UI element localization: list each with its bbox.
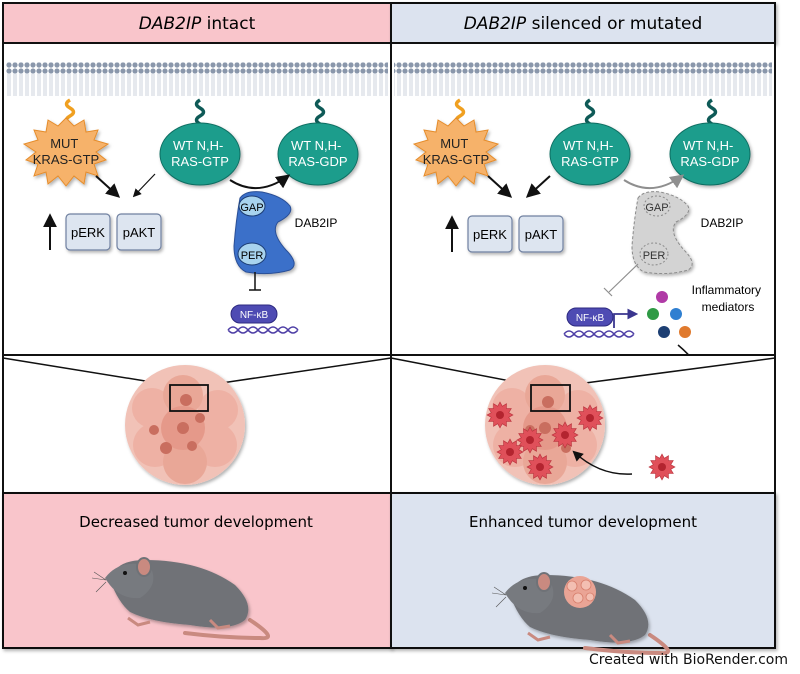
immune-cell bbox=[516, 426, 544, 454]
perk-box bbox=[65, 213, 111, 251]
per-label: PER bbox=[241, 250, 264, 262]
ras-gtp-tail bbox=[194, 98, 206, 126]
panel-silenced: DAB2IP silenced or mutated MUT KRAS-GTP … bbox=[390, 2, 776, 656]
immune-cell bbox=[648, 453, 676, 481]
mut-kras-burst bbox=[412, 117, 500, 187]
per-domain bbox=[237, 242, 267, 266]
arrow-kras-to-kinases bbox=[95, 175, 121, 198]
ras-gdp-tail bbox=[706, 98, 718, 126]
zoom-line-right bbox=[569, 357, 776, 386]
transcription-arrow bbox=[613, 308, 639, 328]
arrow-gtp-to-gdp bbox=[229, 174, 291, 190]
immune-cell bbox=[576, 404, 604, 432]
mouse-tumor bbox=[564, 576, 596, 608]
tumor-cluster bbox=[125, 365, 245, 485]
ras-gdp-tail bbox=[314, 98, 326, 126]
perk-label: pERK bbox=[473, 227, 507, 242]
nfkb-label: NF-κB bbox=[240, 310, 269, 321]
arrow-gtp-to-gdp bbox=[623, 174, 685, 190]
panel-intact: DAB2IP intact MUT KRAS-GTP WT N,H- RAS-G… bbox=[2, 2, 392, 649]
ras-gdp bbox=[669, 122, 751, 186]
arrow-kras-to-kinases bbox=[487, 175, 513, 198]
panel-title: DAB2IP silenced or mutated bbox=[464, 14, 703, 34]
zoom-line-right bbox=[207, 357, 392, 386]
ras-gdp bbox=[277, 122, 359, 186]
mediator-dot bbox=[656, 291, 668, 303]
zoom-box bbox=[530, 384, 571, 412]
credit: Created with BioRender.com bbox=[589, 652, 788, 668]
zoom-line-left bbox=[2, 357, 171, 386]
outcome-label: Decreased tumor development bbox=[79, 513, 313, 531]
nfkb bbox=[566, 307, 614, 327]
ras-gtp bbox=[159, 122, 241, 186]
dna-strand bbox=[227, 326, 299, 334]
pakt-label: pAKT bbox=[525, 227, 558, 242]
immune-cell bbox=[496, 438, 524, 466]
dab2ip-label: DAB2IP bbox=[701, 216, 744, 230]
per-label: PER bbox=[643, 250, 666, 262]
arrow-ras-to-kinases bbox=[525, 175, 551, 198]
pakt-box bbox=[518, 215, 564, 253]
ras-gtp-label: WT N,H- RAS-GTP bbox=[171, 138, 229, 169]
immune-cell bbox=[526, 453, 554, 481]
ras-gdp-label: WT N,H- RAS-GDP bbox=[288, 138, 347, 169]
gap-domain bbox=[238, 195, 266, 217]
perk-label: pERK bbox=[71, 225, 105, 240]
inhibit-bar bbox=[603, 287, 613, 297]
gap-domain bbox=[643, 195, 671, 217]
nfkb-label: NF-κB bbox=[576, 313, 605, 324]
gap-label: GAP bbox=[240, 202, 263, 214]
panel-title: DAB2IP intact bbox=[139, 14, 256, 34]
immune-cells bbox=[486, 401, 676, 481]
ras-gtp-tail bbox=[584, 98, 596, 126]
perk-box bbox=[467, 215, 513, 253]
mut-kras-label: MUT KRAS-GTP bbox=[423, 136, 489, 167]
pakt-label: pAKT bbox=[123, 225, 156, 240]
nfkb bbox=[230, 304, 278, 324]
gap-label: GAP bbox=[645, 202, 668, 214]
dna-strand bbox=[563, 330, 635, 338]
ras-gtp bbox=[549, 122, 631, 186]
outcome-label: Enhanced tumor development bbox=[469, 513, 697, 531]
immune-cell bbox=[486, 401, 514, 429]
zoom-box bbox=[169, 384, 209, 412]
mouse bbox=[91, 557, 270, 641]
immune-cell bbox=[551, 421, 579, 449]
cell-membrane bbox=[6, 62, 388, 96]
arrow-immune-to-tumor bbox=[572, 450, 633, 475]
per-domain bbox=[639, 242, 669, 266]
ras-gdp-label: WT N,H- RAS-GDP bbox=[680, 138, 739, 169]
mediator-dot bbox=[647, 308, 659, 320]
inhibit-line bbox=[608, 263, 639, 293]
mouse-with-tumor bbox=[491, 572, 670, 656]
arrow-ras-to-kinases bbox=[132, 173, 156, 198]
inflammatory-label: Inflammatory mediators bbox=[692, 283, 765, 314]
mut-kras-label: MUT KRAS-GTP bbox=[33, 136, 99, 167]
mediator-dot bbox=[679, 326, 691, 338]
pakt-box bbox=[116, 213, 162, 251]
dab2ip-label: DAB2IP bbox=[295, 216, 338, 230]
mediator-dot bbox=[658, 326, 670, 338]
cell-membrane bbox=[394, 62, 772, 96]
ras-gtp-label: WT N,H- RAS-GTP bbox=[561, 138, 619, 169]
mut-kras-burst bbox=[22, 117, 110, 187]
header-bg bbox=[2, 2, 392, 44]
mediator-dot bbox=[670, 308, 682, 320]
